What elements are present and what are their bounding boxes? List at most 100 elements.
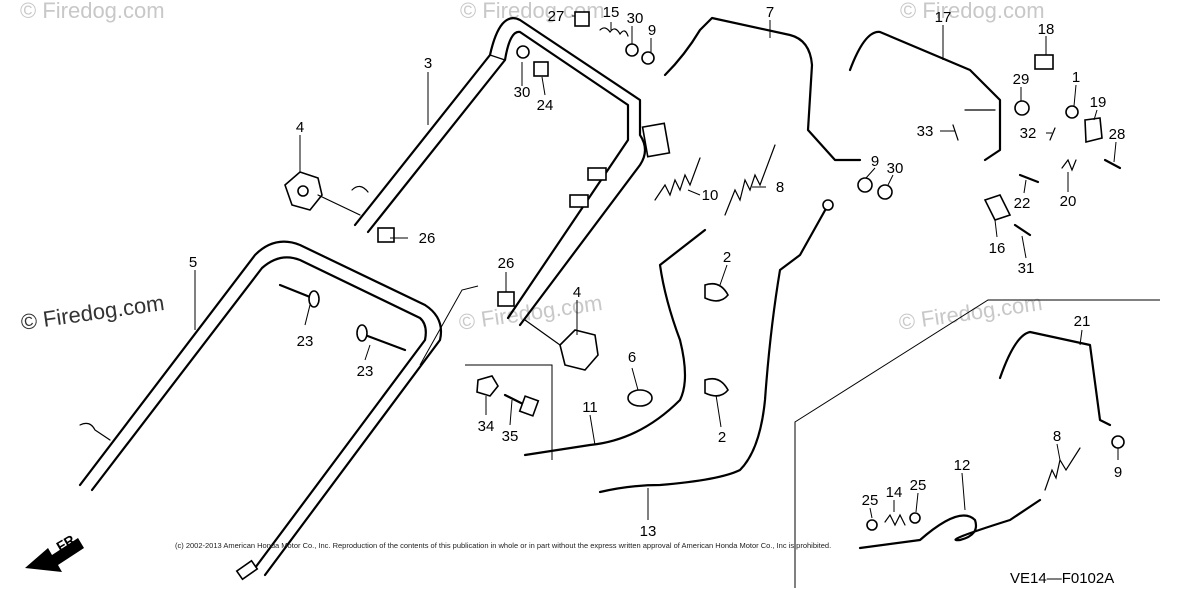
callout-8-upper: 8 [776,179,784,196]
part-wire-hook [351,185,369,193]
part-nut-9-right [857,177,873,193]
part-25-left [866,519,878,531]
callout-31: 31 [1018,260,1035,277]
part-clip-left [377,227,395,243]
callout-21: 21 [1074,313,1091,330]
callout-1: 1 [1072,69,1080,86]
watermark-right: © Firedog.com [897,290,1044,335]
leader-handle-joint [419,285,479,366]
callout-16: 16 [989,240,1006,257]
callout-23-lower: 23 [357,363,374,380]
part-spring-10 [654,157,701,201]
part-knob-left [284,171,361,216]
part-spring-8 [724,144,776,216]
part-nut-24 [533,61,549,77]
callout-22: 22 [1014,195,1031,212]
callout-35: 35 [502,428,519,445]
part-clip-right [497,291,515,307]
watermark-main: © Firedog.com [19,290,166,335]
callout-11: 11 [582,399,598,416]
callout-32: 32 [1020,125,1037,142]
callout-12: 12 [954,457,971,474]
callout-30-top: 30 [627,10,644,27]
callout-24: 24 [537,97,554,114]
part-spring-15 [599,27,629,37]
part-lower-handle [78,240,443,581]
part-32 [1049,127,1056,141]
callout-6: 6 [628,349,636,366]
part-bolt-lower [356,324,407,352]
part-clip-6 [627,389,653,407]
part-clip-2-lower [704,377,729,397]
part-18 [1034,54,1054,70]
callout-8-option: 8 [1053,428,1061,445]
callout-7: 7 [766,4,774,21]
callout-34: 34 [478,418,495,435]
part-lever-17-detail [952,109,996,141]
callout-27: 27 [548,8,565,25]
part-lever-21 [998,330,1112,427]
part-bolt-35 [503,393,540,417]
part-spring-20 [1061,158,1077,172]
callout-23-upper: 23 [297,333,314,350]
callout-4-right: 4 [573,284,581,301]
callout-25-left: 25 [862,492,879,509]
callout-14: 14 [886,484,903,501]
callout-13: 13 [640,523,657,540]
callout-30-left: 30 [514,84,531,101]
callout-18: 18 [1038,21,1055,38]
part-clip-2-upper [704,282,729,302]
callout-4-left: 4 [296,119,304,136]
part-1 [1065,105,1079,119]
part-cable-13 [598,203,830,494]
part-bolt-22 [1018,173,1040,184]
part-nut-9-option [1111,435,1125,449]
part-lever-17 [848,30,1002,162]
part-25-right [909,512,921,524]
part-pin-31 [1013,223,1032,237]
figure-code: VE14—F0102A [1010,570,1114,587]
front-direction-arrow: FR. [25,529,84,572]
callout-9-option: 9 [1114,464,1122,481]
part-bolt-upper [278,283,320,308]
callout-28: 28 [1109,126,1126,143]
part-knob-right [524,319,599,371]
callout-33: 33 [917,123,934,140]
callout-5: 5 [189,254,197,271]
callout-25-right: 25 [910,477,927,494]
part-19 [1084,117,1103,144]
watermark-top-right: © Firedog.com [900,0,1045,23]
part-bolt-28 [1103,158,1122,170]
callout-17: 17 [935,9,952,26]
part-washer-30-top [625,43,639,57]
copyright-notice: (c) 2002-2013 American Honda Motor Co., … [175,541,831,550]
part-nut-34 [476,375,499,397]
part-rod-7 [663,16,862,162]
divider-bolt-section [465,364,553,460]
callout-9-top: 9 [648,22,656,39]
callout-9-right: 9 [871,153,879,170]
callout-30-right: 30 [887,160,904,177]
part-spring-8-option [1044,447,1081,491]
part-nut-9-top [641,51,655,65]
part-cable-13-end [822,199,834,211]
callout-26-left: 26 [419,230,436,247]
part-29 [1014,100,1030,116]
part-cable-12 [858,498,1042,550]
callout-19: 19 [1090,94,1107,111]
part-16 [983,194,1012,221]
part-27 [574,11,590,27]
callout-29: 29 [1013,71,1030,88]
divider-option-section [794,299,1160,588]
callout-10: 10 [702,187,719,204]
part-washer-30-left [516,45,530,59]
callout-15: 15 [603,4,620,21]
part-cable-11 [523,228,707,457]
callout-2-upper: 2 [723,249,731,266]
callout-2-lower: 2 [718,429,726,446]
watermark-top-center: © Firedog.com [460,0,605,23]
callout-leaders [194,15,1119,520]
part-upper-handle [353,17,671,327]
part-spring-14 [884,513,906,527]
